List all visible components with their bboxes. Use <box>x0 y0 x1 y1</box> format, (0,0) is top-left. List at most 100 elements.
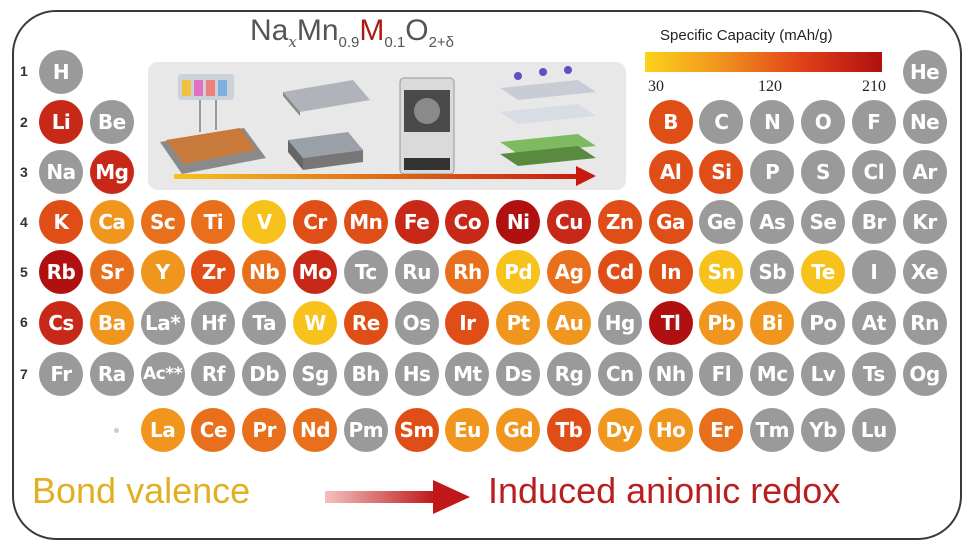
period-label: 4 <box>20 214 28 230</box>
lanthanide-marker <box>114 428 119 433</box>
element-nh: Nh <box>648 352 693 396</box>
element-ru: Ru <box>394 250 439 294</box>
element-pr: Pr <box>242 408 287 452</box>
element-ti: Ti <box>191 200 236 244</box>
element-rg: Rg <box>547 352 591 396</box>
element-yb: Yb <box>801 408 845 452</box>
element-ne: Ne <box>902 100 947 144</box>
apparatus-illustration <box>160 66 596 186</box>
element-ge: Ge <box>699 200 744 244</box>
element-pb: Pb <box>699 301 744 345</box>
element-ir: Ir <box>445 301 490 345</box>
element-k: K <box>39 200 83 244</box>
element-at: At <box>851 301 896 345</box>
element-gd: Gd <box>496 408 541 452</box>
element-se: Se <box>801 200 845 244</box>
element-lu: Lu <box>851 408 896 452</box>
bond-valence-label: Bond valence <box>32 470 251 511</box>
element-la: La* <box>140 301 185 345</box>
element-al: Al <box>648 150 693 194</box>
element-er: Er <box>699 408 744 452</box>
element-mn: Mn <box>343 200 388 244</box>
progress-arrow-head <box>576 166 596 186</box>
element-n: N <box>750 100 795 144</box>
element-h: H <box>39 50 83 94</box>
element-rf: Rf <box>191 352 236 396</box>
colorbar-title: Specific Capacity (mAh/g) <box>660 27 833 44</box>
element-au: Au <box>547 301 591 345</box>
element-sm: Sm <box>394 408 439 452</box>
colorbar-tick-low: 30 <box>648 78 664 95</box>
synthesis-apparatus-panel <box>148 62 626 190</box>
element-nd: Nd <box>293 408 337 452</box>
element-v: V <box>242 200 287 244</box>
element-cd: Cd <box>597 250 642 294</box>
element-ga: Ga <box>648 200 693 244</box>
element-c: C <box>699 100 744 144</box>
element-ba: Ba <box>89 301 134 345</box>
diffractometer-icon <box>399 77 455 175</box>
element-ar: Ar <box>902 150 947 194</box>
period-label: 5 <box>20 264 28 280</box>
element-fr: Fr <box>39 352 83 396</box>
element-rb: Rb <box>39 250 83 294</box>
element-os: Os <box>394 301 439 345</box>
element-ac: Ac** <box>140 352 185 396</box>
element-cs: Cs <box>39 301 83 345</box>
element-sn: Sn <box>699 250 744 294</box>
period-label: 6 <box>20 314 28 330</box>
period-label: 3 <box>20 164 28 180</box>
element-sb: Sb <box>750 250 795 294</box>
element-li: Li <box>39 100 83 144</box>
element-tc: Tc <box>343 250 388 294</box>
element-kr: Kr <box>902 200 947 244</box>
element-cl: Cl <box>851 150 896 194</box>
element-db: Db <box>242 352 287 396</box>
element-po: Po <box>801 301 845 345</box>
element-pt: Pt <box>496 301 541 345</box>
element-sg: Sg <box>293 352 337 396</box>
element-ni: Ni <box>496 200 541 244</box>
element-lv: Lv <box>801 352 845 396</box>
element-zn: Zn <box>597 200 642 244</box>
element-mg: Mg <box>89 150 134 194</box>
element-bi: Bi <box>750 301 795 345</box>
element-be: Be <box>89 100 134 144</box>
element-fe: Fe <box>394 200 439 244</box>
element-as: As <box>750 200 795 244</box>
element-i: I <box>851 250 896 294</box>
element-ce: Ce <box>191 408 236 452</box>
element-ta: Ta <box>242 301 287 345</box>
element-p: P <box>750 150 795 194</box>
element-b: B <box>648 100 693 144</box>
element-hs: Hs <box>394 352 439 396</box>
capacity-colorbar <box>645 52 882 72</box>
element-he: He <box>902 50 947 94</box>
element-hg: Hg <box>597 301 642 345</box>
element-og: Og <box>902 352 947 396</box>
element-ra: Ra <box>89 352 134 396</box>
element-cu: Cu <box>547 200 591 244</box>
element-y: Y <box>140 250 185 294</box>
element-cn: Cn <box>597 352 642 396</box>
period-label: 2 <box>20 114 28 130</box>
element-ts: Ts <box>851 352 896 396</box>
element-xe: Xe <box>902 250 947 294</box>
element-mt: Mt <box>445 352 490 396</box>
plate-icon <box>283 80 370 170</box>
element-re: Re <box>343 301 388 345</box>
element-te: Te <box>801 250 845 294</box>
element-tl: Tl <box>648 301 693 345</box>
progress-arrow-shaft <box>174 174 580 179</box>
element-cr: Cr <box>293 200 337 244</box>
formula-title: NaxMn0.9M0.1O2+δ <box>250 14 455 51</box>
element-rn: Rn <box>902 301 947 345</box>
element-ca: Ca <box>89 200 134 244</box>
colorbar-tick-mid: 120 <box>758 78 782 95</box>
element-mo: Mo <box>293 250 337 294</box>
element-tm: Tm <box>750 408 795 452</box>
period-label: 1 <box>20 63 28 79</box>
element-la: La <box>140 408 185 452</box>
element-ds: Ds <box>496 352 541 396</box>
element-mc: Mc <box>750 352 795 396</box>
